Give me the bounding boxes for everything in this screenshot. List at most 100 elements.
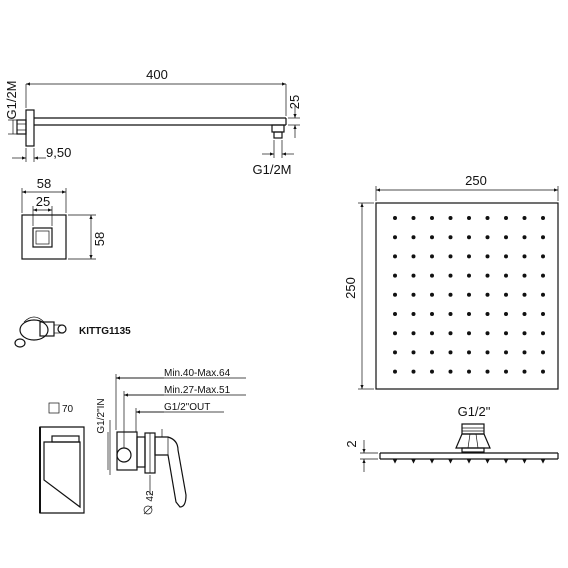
nozzle-dot	[504, 350, 508, 355]
nozzle-dot	[522, 350, 527, 355]
side-nozzle	[540, 458, 546, 464]
nozzle-dot	[541, 235, 545, 240]
square-symbol-icon	[48, 402, 60, 414]
nozzle-dot	[411, 312, 416, 316]
shower-head-top-view: 250 250	[343, 173, 559, 390]
nozzle-dot	[448, 273, 453, 278]
shower-head-plate	[375, 202, 559, 390]
nozzle-dot	[393, 292, 397, 297]
nozzle-dot	[541, 292, 545, 297]
nozzle-dot	[504, 292, 508, 297]
nozzle-dot	[411, 369, 416, 374]
nozzle-dot	[411, 292, 416, 297]
nozzle-dot	[467, 312, 471, 316]
shower-head-connector-nut	[455, 433, 491, 449]
nozzle-dot	[430, 254, 434, 259]
nozzle-dot	[393, 216, 397, 220]
nozzle-dot	[522, 273, 527, 278]
nozzle-dot	[430, 235, 434, 240]
nozzle-dot	[411, 273, 416, 278]
mixer-range-2-label: Min.27-Max.51	[164, 385, 231, 396]
nozzle-dot	[541, 369, 545, 374]
nozzle-dot	[522, 235, 527, 240]
nozzle-dot	[448, 292, 453, 297]
mixer-inlet-connector	[116, 447, 132, 463]
mixer-body	[116, 431, 138, 471]
nozzle-dot	[448, 216, 453, 220]
side-nozzle	[503, 458, 509, 464]
nozzle-dot	[485, 292, 490, 297]
mixer-cover-plate	[39, 426, 85, 514]
nozzle-dot	[467, 254, 471, 259]
shower-head-side-nozzles	[392, 458, 546, 464]
arm-offset-label: 9,50	[46, 145, 71, 160]
nozzle-dot	[393, 369, 397, 374]
arm-outlet	[271, 124, 285, 133]
nozzle-dot	[467, 292, 471, 297]
nozzle-dot	[411, 216, 416, 220]
nozzle-dot	[467, 369, 471, 374]
nozzle-dot	[485, 350, 490, 355]
flange-height-label: 58	[92, 232, 107, 246]
nozzle-dot	[393, 273, 397, 278]
shower-head-nozzle-grid	[393, 216, 545, 374]
nozzle-dot	[430, 331, 434, 336]
side-nozzle	[522, 458, 527, 464]
nozzle-dot	[522, 331, 527, 336]
nozzle-dot	[522, 292, 527, 297]
nozzle-dot	[485, 254, 490, 259]
nozzle-dot	[541, 216, 545, 220]
kit-valve-gear-icon	[57, 324, 67, 334]
shower-head-height-label: 250	[343, 277, 358, 299]
nozzle-dot	[504, 273, 508, 278]
arm-height-label: 25	[287, 95, 302, 109]
nozzle-dot	[393, 312, 397, 316]
nozzle-dot	[411, 331, 416, 336]
mixer-plate-size-label: 70	[62, 404, 74, 415]
nozzle-dot	[430, 273, 434, 278]
side-nozzle	[392, 458, 398, 464]
nozzle-dot	[411, 235, 416, 240]
mixer-lever-handle	[154, 436, 187, 508]
nozzle-dot	[504, 254, 508, 259]
wall-flange-inner	[32, 227, 53, 248]
mixer-handle-front	[43, 441, 81, 509]
side-nozzle	[448, 458, 453, 464]
mixer-diameter-label: 42	[145, 490, 156, 502]
kit-valve-drawing: KITTG1135	[14, 316, 131, 348]
nozzle-dot	[485, 369, 490, 374]
side-nozzle	[429, 458, 435, 464]
side-nozzle	[485, 458, 490, 464]
nozzle-dot	[504, 331, 508, 336]
nozzle-dot	[485, 331, 490, 336]
nozzle-dot	[393, 350, 397, 355]
arm-length-label: 400	[146, 67, 168, 82]
mixer-range-1-label: Min.40-Max.64	[164, 368, 231, 379]
arm-wall-thread	[16, 119, 27, 135]
nozzle-dot	[430, 350, 434, 355]
mixer-drawing: 70 G1/2"IN Min.40-Max.64 Min.27-Max.51 G…	[39, 368, 246, 515]
nozzle-dot	[393, 235, 397, 240]
nozzle-dot	[448, 369, 453, 374]
nozzle-dot	[504, 216, 508, 220]
nozzle-dot	[485, 235, 490, 240]
nozzle-dot	[430, 292, 434, 297]
nozzle-dot	[541, 254, 545, 259]
nozzle-dot	[393, 254, 397, 259]
nozzle-dot	[504, 312, 508, 316]
flange-outer-width-label: 58	[37, 176, 51, 191]
nozzle-dot	[411, 254, 416, 259]
diameter-symbol-icon	[143, 505, 153, 515]
nozzle-dot	[541, 350, 545, 355]
shower-arm-drawing: 400 G1/2M 25 9,50 G1/2M	[4, 67, 302, 177]
nozzle-dot	[448, 350, 453, 355]
kit-code-label: KITTG1135	[79, 326, 131, 337]
mixer-inlet-label: G1/2"IN	[96, 398, 107, 433]
nozzle-dot	[411, 350, 416, 355]
nozzle-dot	[485, 216, 490, 220]
nozzle-dot	[448, 235, 453, 240]
arm-outlet-thread-label: G1/2M	[252, 162, 291, 177]
nozzle-dot	[448, 254, 453, 259]
shower-head-connector-top	[461, 423, 485, 435]
shower-head-width-label: 250	[465, 173, 487, 188]
